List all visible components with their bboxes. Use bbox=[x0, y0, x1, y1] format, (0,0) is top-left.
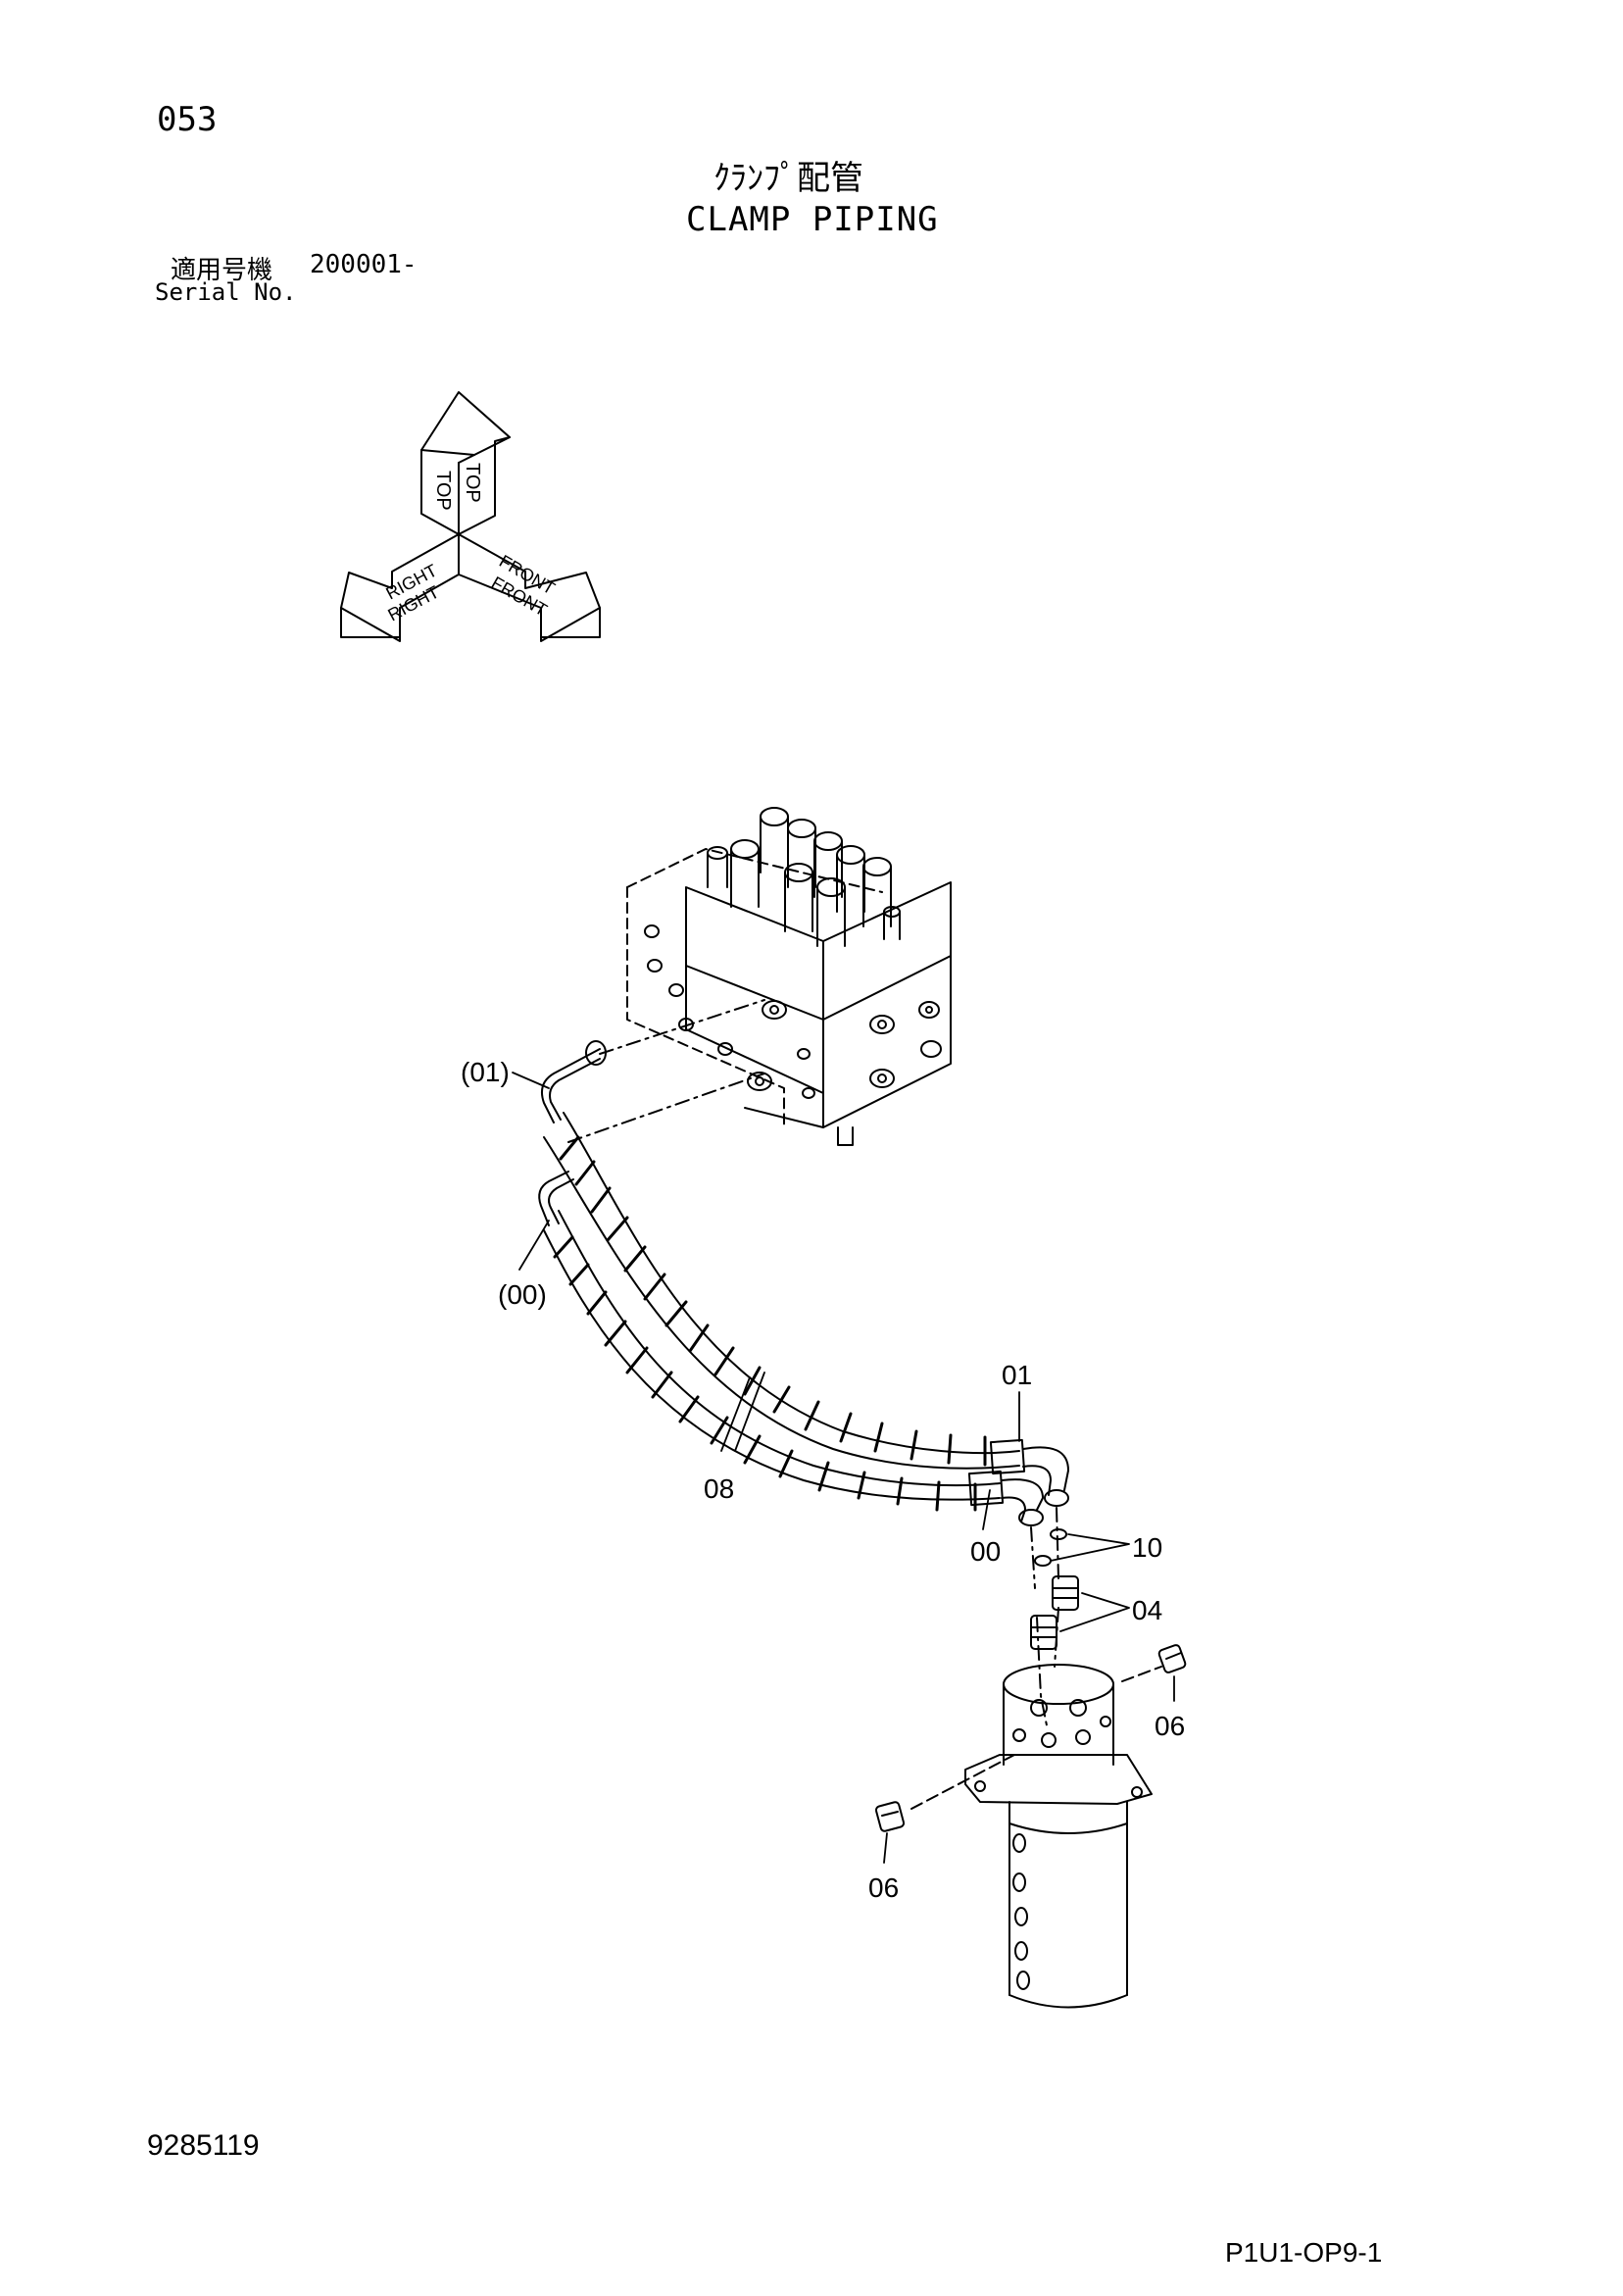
orientation-top-label-1: TOP bbox=[432, 471, 454, 511]
pipe-alignment-line-upper bbox=[599, 999, 765, 1055]
callout-10: 10 bbox=[1132, 1532, 1162, 1563]
callout-04: 04 bbox=[1132, 1595, 1162, 1625]
plug-06-right bbox=[1157, 1644, 1187, 1673]
callout-08: 08 bbox=[704, 1473, 734, 1504]
sheet-code: P1U1-OP9-1 bbox=[1225, 2237, 1383, 2268]
serial-label: Serial No. bbox=[155, 278, 297, 306]
hose-pair-08 bbox=[543, 1112, 1069, 1526]
callout-06-left: 06 bbox=[868, 1872, 899, 1903]
page-title: CLAMP PIPING bbox=[686, 200, 939, 239]
pipe-alignment-line-lower bbox=[567, 1073, 765, 1143]
callout-ref-00: (00) bbox=[498, 1279, 547, 1310]
leader-lines bbox=[512, 1072, 1175, 1864]
callout-ref-01: (01) bbox=[461, 1057, 510, 1087]
orientation-indicator: TOP TOP RIGHT RIGHT FRONT FRONT bbox=[340, 391, 601, 642]
plug-06-left bbox=[874, 1801, 906, 1832]
callout-00: 00 bbox=[970, 1536, 1001, 1567]
serial-label-japanese: 適用号機 bbox=[171, 256, 273, 285]
pipe-00 bbox=[538, 1171, 574, 1226]
title-japanese: ｸﾗﾝﾌﾟ配管 bbox=[713, 159, 863, 198]
adapters-04 bbox=[1030, 1575, 1079, 1650]
pipe-01 bbox=[541, 1040, 607, 1123]
page-number: 053 bbox=[157, 100, 218, 139]
document-number: 9285119 bbox=[147, 2129, 260, 2162]
valve-ports bbox=[644, 924, 942, 1099]
swivel-joint bbox=[910, 1664, 1162, 2009]
orientation-top-label-2: TOP bbox=[462, 463, 483, 503]
spool-caps bbox=[707, 807, 901, 947]
control-valve-assembly bbox=[626, 807, 952, 1146]
centerline-left bbox=[1030, 1526, 1048, 1726]
callout-01: 01 bbox=[1002, 1360, 1032, 1390]
serial-range: 200001- bbox=[310, 250, 418, 279]
callout-06-right: 06 bbox=[1155, 1711, 1185, 1741]
